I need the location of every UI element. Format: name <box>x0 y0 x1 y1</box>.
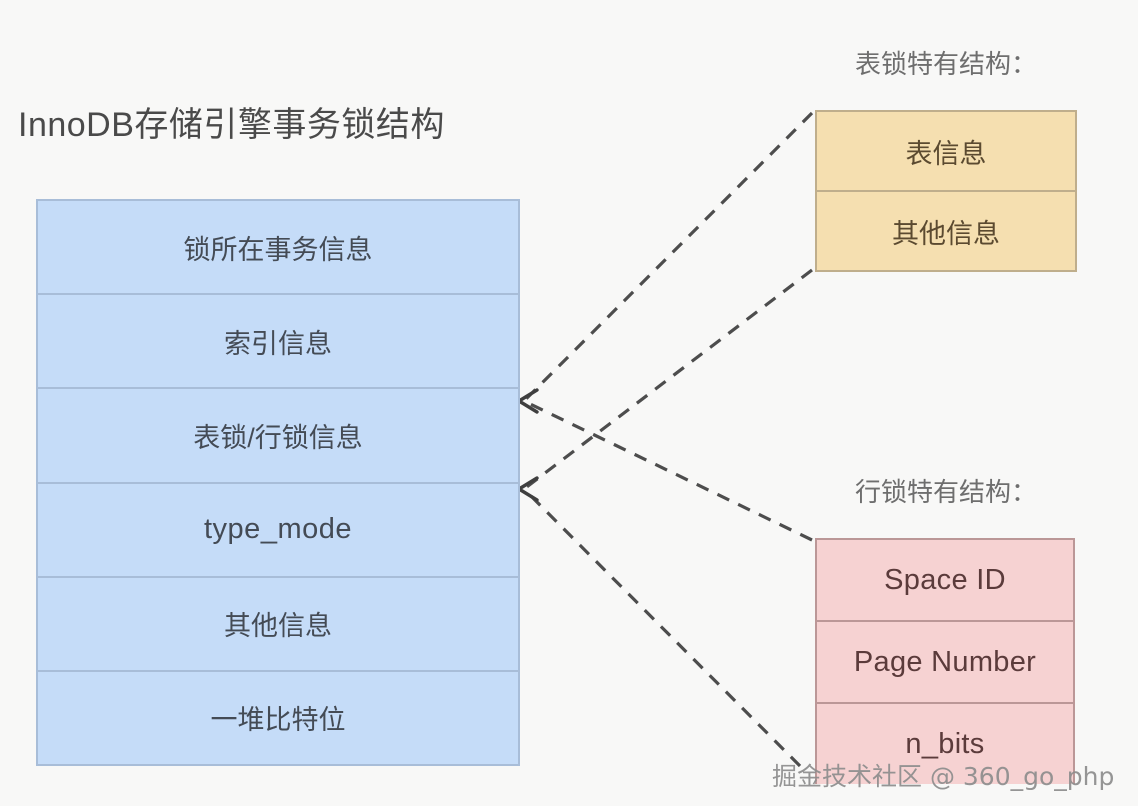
table-lock-row: 其他信息 <box>892 218 1000 249</box>
lock-structure-row: 其他信息 <box>38 578 518 672</box>
row-lock-row: Space ID <box>817 540 1073 622</box>
arrowhead-upper-icon <box>517 388 539 414</box>
lock-structure-row: 锁所在事务信息 <box>38 201 518 296</box>
lock-structure-box: 锁所在事务信息 索引信息 表锁/行锁信息 type_mode 其他信息 一堆比特… <box>36 199 520 766</box>
table-lock-caption: 表锁特有结构： <box>854 49 1037 79</box>
connector-table-lock-top <box>522 111 814 403</box>
lock-structure-row: 一堆比特位 <box>210 705 346 736</box>
lock-structure-row: 表锁/行锁信息 <box>38 389 518 484</box>
lock-structure-row: type_mode <box>38 484 518 578</box>
row-lock-row: n_bits <box>905 727 985 760</box>
row-lock-caption: 行锁特有结构： <box>854 477 1037 507</box>
arrowhead-lower-icon <box>517 476 539 502</box>
connector-row-lock-top <box>523 399 813 542</box>
row-lock-structure-box: Space ID Page Number n_bits <box>815 538 1075 784</box>
watermark: 掘金技术社区 @ 360_go_php <box>772 762 1115 791</box>
page-title: InnoDB存储引擎事务锁结构 <box>18 106 445 144</box>
connector-row-lock-bottom <box>522 487 802 768</box>
lock-structure-row: 索引信息 <box>38 295 518 390</box>
table-lock-structure-box: 表信息 其他信息 <box>815 110 1077 272</box>
row-lock-row: Page Number <box>817 622 1073 704</box>
connector-table-lock-bottom <box>523 268 813 491</box>
table-lock-row: 表信息 <box>817 112 1075 192</box>
